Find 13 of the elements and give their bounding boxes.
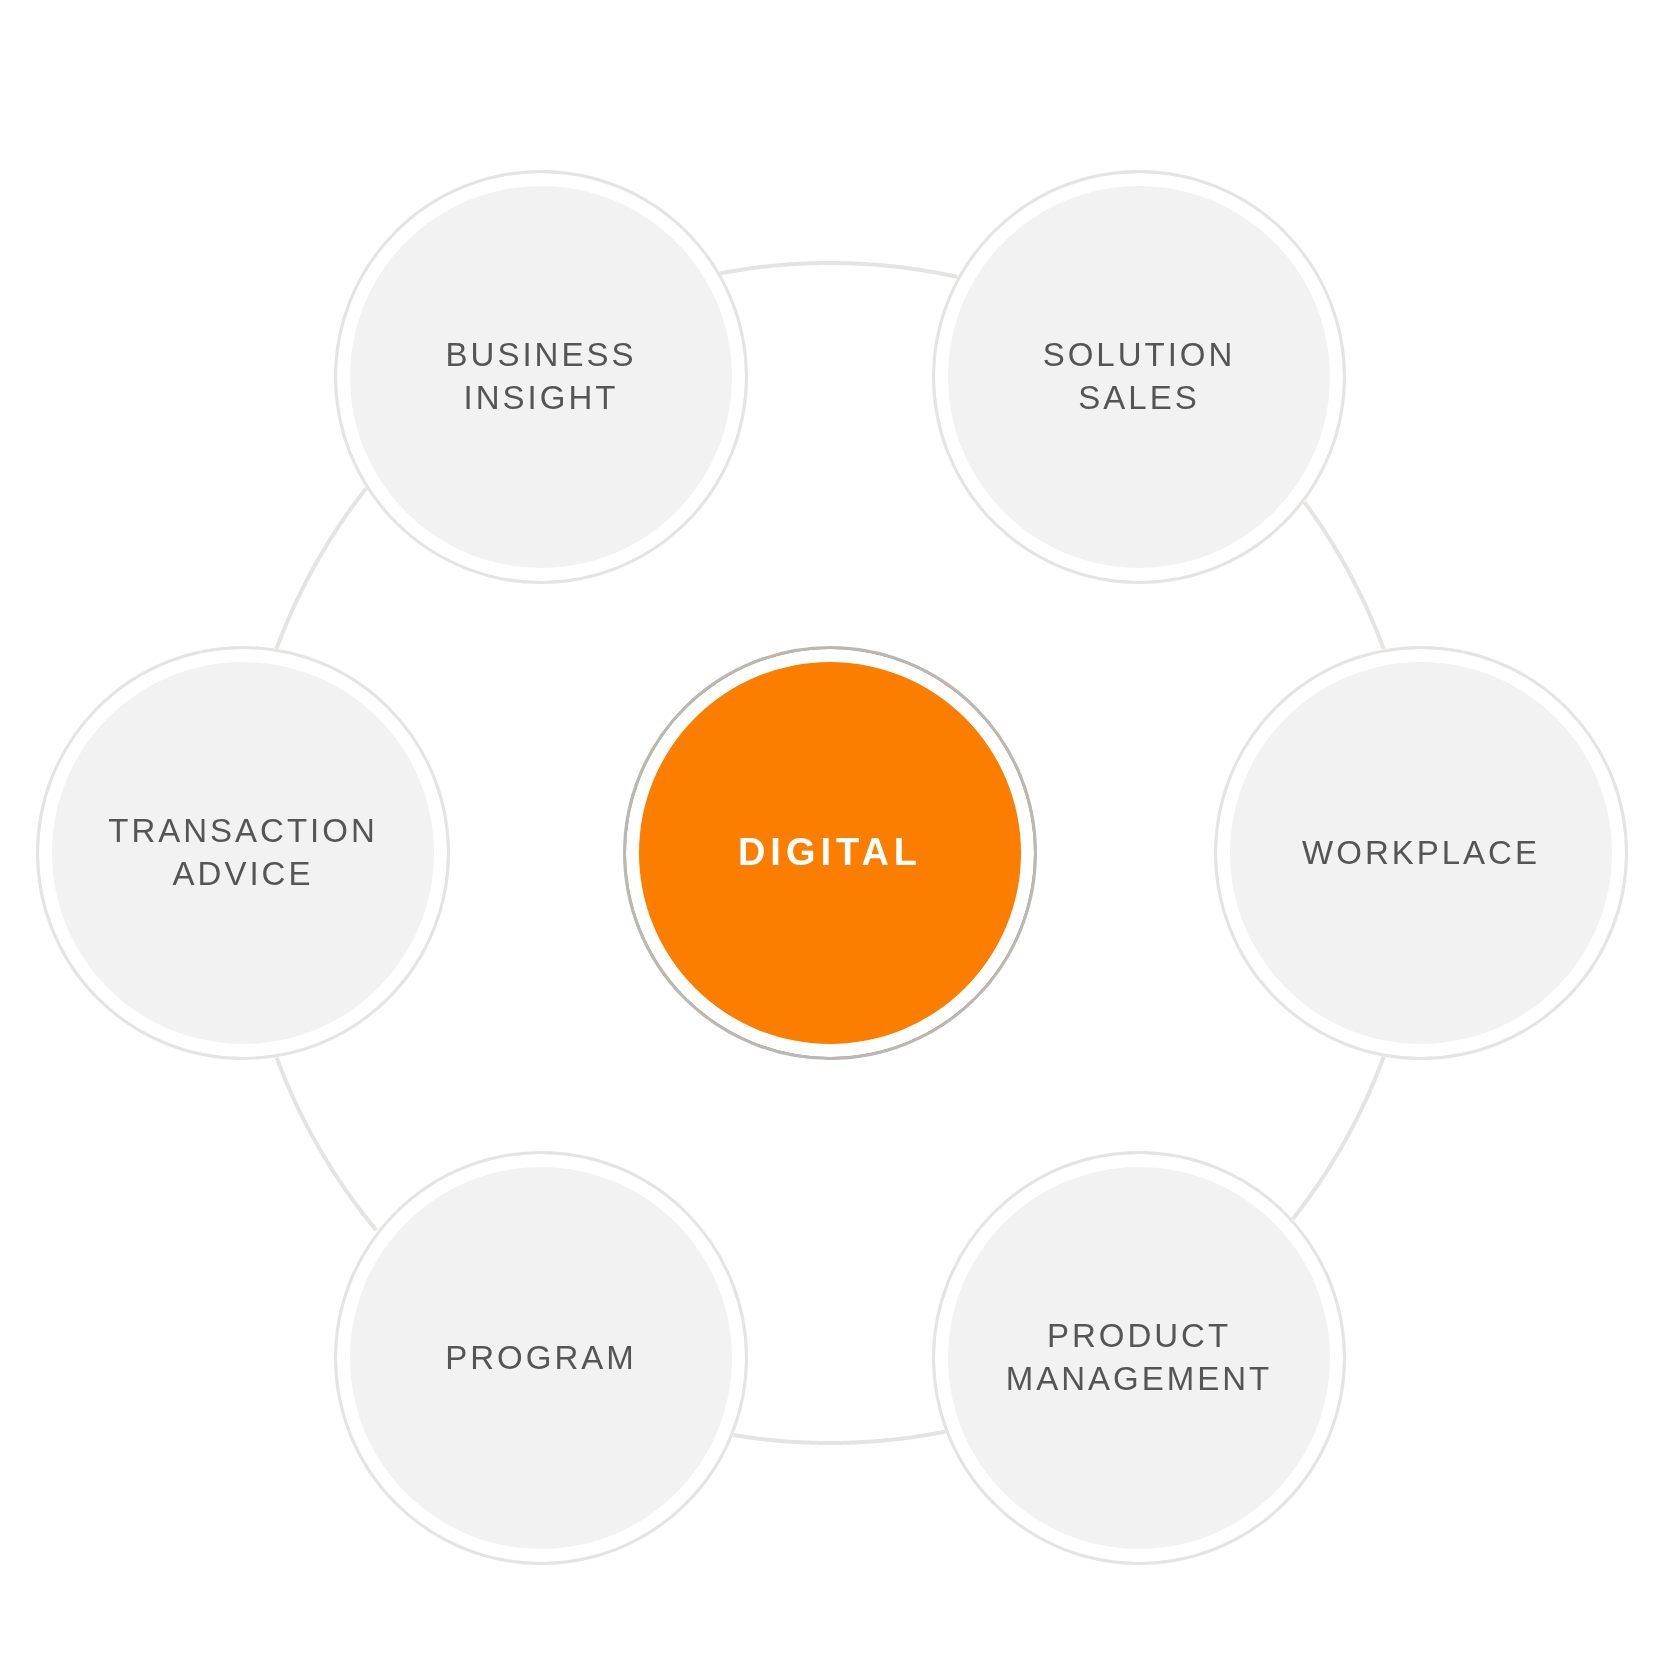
ring-connector [733, 1429, 946, 1445]
node-label: BUSINESS INSIGHT [444, 335, 638, 418]
ring-connector [1302, 501, 1386, 650]
node-label: PROGRAM [445, 1337, 637, 1378]
node-label: PRODUCT MANAGEMENT [1004, 1316, 1274, 1399]
node-label: TRANSACTION ADVICE [107, 811, 379, 894]
node-label: WORKPLACE [1302, 832, 1540, 873]
ring-connector [720, 261, 958, 279]
ring-connector [274, 1057, 378, 1232]
node-label: DIGITAL [737, 830, 923, 876]
ring-connector [1291, 1056, 1386, 1221]
ring-connector [274, 487, 368, 650]
node-label: SOLUTION SALES [1041, 335, 1237, 418]
